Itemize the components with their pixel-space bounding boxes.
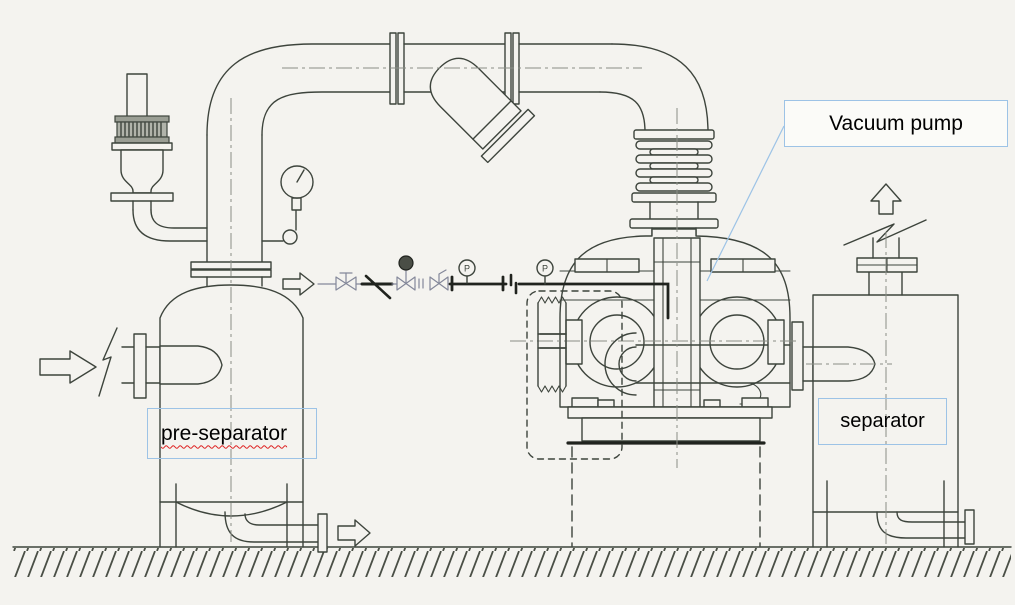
exhaust-break-symbol — [843, 219, 927, 246]
pressure-gauge-icon: P — [536, 259, 554, 285]
y-strainer — [429, 57, 536, 164]
svg-text:P: P — [542, 264, 548, 274]
separator-label-text: separator — [840, 410, 925, 432]
callout-leader-line — [706, 125, 785, 282]
centerlines — [230, 67, 892, 544]
pressure-gauge-icon: P — [458, 259, 476, 284]
inline-valve-train: P P — [282, 255, 670, 320]
vacuum-pump-callout: Vacuum pump — [784, 100, 1008, 147]
suction-line-flow-arrow — [282, 272, 315, 296]
vacuum-pump — [539, 228, 814, 408]
svg-text:P: P — [464, 264, 470, 274]
hand-valve-icon — [429, 269, 449, 291]
inlet-flow-arrow — [39, 350, 97, 384]
separator-callout: separator — [818, 398, 947, 445]
hand-valve-icon — [335, 272, 357, 291]
pre-separator-drain-arrow — [337, 519, 371, 547]
pump-base-foundation — [566, 399, 773, 547]
expansion-bellows — [629, 129, 719, 237]
check-valve-slash-icon — [364, 274, 392, 300]
pipe-break-symbol — [98, 327, 118, 397]
belt-guard — [526, 290, 623, 460]
separator-vessel — [812, 237, 975, 548]
solenoid-valve-icon — [396, 255, 416, 291]
pressure-gauge-dial — [261, 165, 314, 245]
pre-separator-drain — [224, 511, 371, 553]
exhaust-flow-arrow — [870, 183, 902, 215]
pre-separator-label-text: pre-separator — [161, 421, 288, 445]
ground — [12, 546, 1012, 577]
vacuum-relief-valve — [110, 73, 208, 242]
vacuum-pump-label-text: Vacuum pump — [829, 111, 963, 135]
pre-separator-callout: pre-separator — [147, 408, 317, 459]
